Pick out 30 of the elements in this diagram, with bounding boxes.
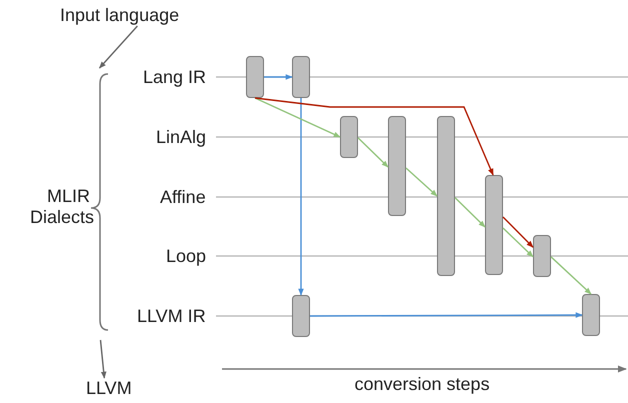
arrow (550, 256, 592, 295)
step-bar (246, 56, 264, 98)
step-bar (485, 175, 503, 275)
arrow (502, 228, 534, 258)
axis-label: conversion steps (354, 374, 490, 394)
step-bar (340, 116, 358, 158)
dialect-label: LLVM IR (137, 306, 206, 326)
step-bar (582, 294, 600, 336)
arrow (310, 312, 583, 318)
arrow (454, 197, 486, 228)
dialect-label: Lang IR (143, 66, 206, 88)
arrow (358, 137, 388, 168)
dialect-label: Affine (160, 186, 206, 208)
annotation-text: Input language (60, 5, 180, 26)
arrow (502, 216, 534, 248)
arrow (98, 26, 138, 69)
step-bar (292, 295, 310, 337)
arrow (254, 97, 494, 176)
arrow (298, 98, 304, 296)
step-bar (437, 116, 455, 276)
arrow (100, 340, 106, 379)
step-bar (533, 235, 551, 277)
arrow (264, 74, 293, 80)
dialect-label: LinAlg (156, 126, 206, 148)
step-bar (388, 116, 406, 216)
dialect-label: Loop (166, 246, 206, 266)
annotation-text: LLVM (86, 378, 132, 399)
step-bar (292, 56, 310, 98)
arrow (254, 97, 341, 138)
arrow (406, 167, 438, 197)
